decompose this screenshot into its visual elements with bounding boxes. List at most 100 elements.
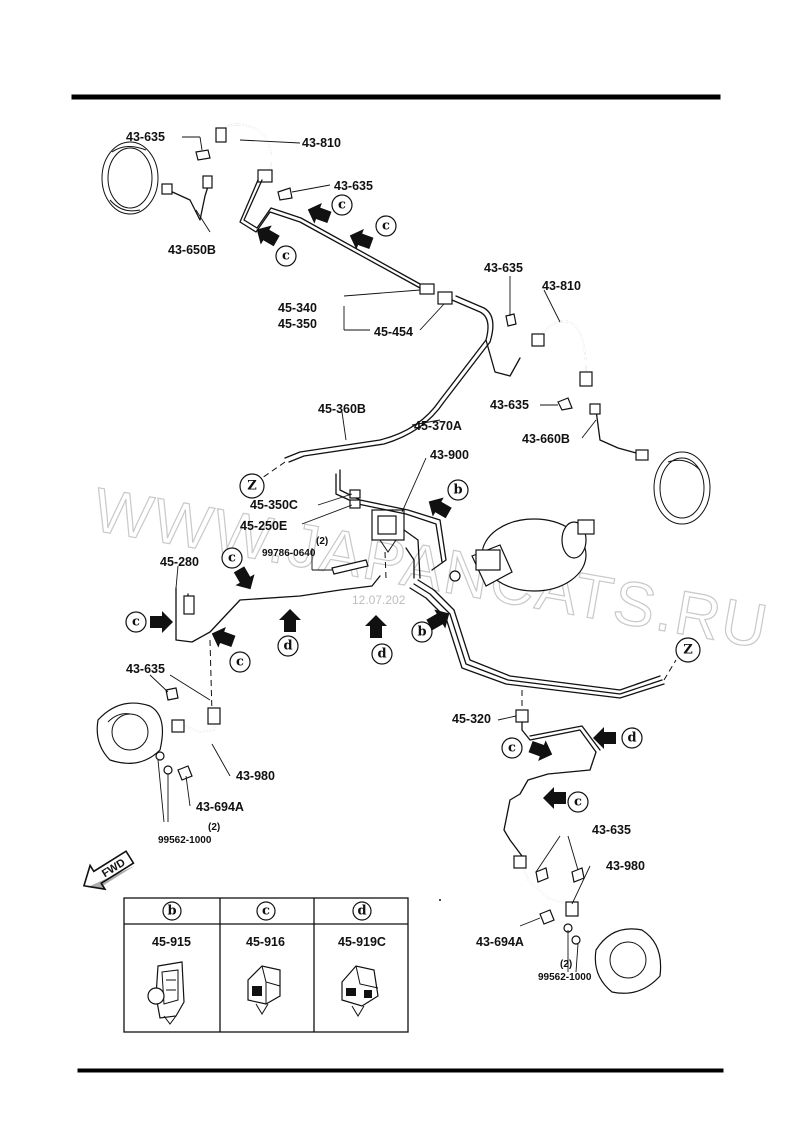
brake-booster <box>449 518 595 592</box>
label-45-454: 45-454 <box>374 325 413 339</box>
bleeder-43-694a-left <box>155 751 193 781</box>
svg-text:c: c <box>338 198 346 213</box>
svg-text:c: c <box>262 904 270 919</box>
label-43-660b: 43-660B <box>522 432 570 446</box>
label-45-360b: 45-360B <box>318 402 366 416</box>
circle-c-4: c <box>221 547 243 569</box>
circle-c-2: c <box>375 215 397 237</box>
label-45-370a: 45-370A <box>414 419 462 433</box>
label-43-980-b: 43-980 <box>606 859 645 873</box>
svg-text:d: d <box>357 904 366 919</box>
clip-table-header-d: d <box>352 901 372 921</box>
label-43-980-a: 43-980 <box>236 769 275 783</box>
rear-right-flex-hose-43-810 <box>531 320 593 387</box>
svg-text:b: b <box>453 483 462 498</box>
circle-b-1: b <box>447 479 469 501</box>
label-43-635-a: 43-635 <box>126 130 165 144</box>
circle-c-3: c <box>275 245 297 267</box>
svg-text:c: c <box>228 551 236 566</box>
front-left-flex-hose-43-980 <box>171 707 221 733</box>
svg-text:c: c <box>574 795 582 810</box>
svg-text:c: c <box>508 741 516 756</box>
clip-43-635-right-top <box>505 313 517 327</box>
label-43-635-b: 43-635 <box>334 179 373 193</box>
rear-left-brake-drum <box>101 141 159 215</box>
arrow-c-7 <box>526 736 556 765</box>
label-43-635-c: 43-635 <box>484 261 523 275</box>
rear-left-pipe-43-650b <box>161 175 213 221</box>
clip-45-915-illustration <box>147 961 185 1025</box>
rear-left-flex-hose-43-810 <box>215 123 273 183</box>
circle-c-1: c <box>331 194 353 216</box>
label-99786-0640: 99786-0640 <box>262 548 316 559</box>
clip-table-part-45-915: 45-915 <box>152 935 191 949</box>
label-43-635-d: 43-635 <box>490 398 529 412</box>
svg-text:Z: Z <box>247 479 257 494</box>
arrow-c-6 <box>208 623 238 652</box>
connector-45-454 <box>419 283 453 305</box>
label-43-635-f: 43-635 <box>592 823 631 837</box>
front-right-pipe-45-320 <box>503 709 601 857</box>
bolt-99786-0640 <box>331 559 369 575</box>
clip-43-635-left <box>165 687 179 701</box>
circle-d-2: d <box>371 643 393 665</box>
arrow-c-5 <box>150 611 173 633</box>
label-43-694a-b: 43-694A <box>476 935 524 949</box>
clip-table: b c d 45-915 45-916 45-919C <box>123 897 409 1033</box>
circle-d-1: d <box>277 635 299 657</box>
front-main-pipes <box>409 579 665 699</box>
label-43-650b: 43-650B <box>168 243 216 257</box>
circle-c-7: c <box>501 737 523 759</box>
svg-text:c: c <box>382 219 390 234</box>
z-leader-lower <box>663 659 677 681</box>
clip-45-919c-illustration <box>341 965 379 1017</box>
label-43-900: 43-900 <box>430 448 469 462</box>
top-rule <box>71 94 721 100</box>
label-43-810-b: 43-810 <box>542 279 581 293</box>
clip-table-header-c: c <box>256 901 276 921</box>
label-99562-1000-b: 99562-1000 <box>538 972 592 983</box>
connector-45-250e <box>349 499 361 509</box>
svg-text:d: d <box>627 731 636 746</box>
watermark-date: 12.07.202 <box>352 593 406 607</box>
label-99562-qty-b: (2) <box>560 959 572 970</box>
svg-text:Z: Z <box>683 643 693 658</box>
leader-lines <box>149 136 597 973</box>
front-right-caliper <box>594 928 662 994</box>
clip-45-916-illustration <box>247 965 281 1015</box>
label-45-250e: 45-250E <box>240 519 287 533</box>
bleeder-43-694a-right <box>539 909 581 945</box>
circle-b-2: b <box>411 621 433 643</box>
rear-main-pipes-45-360b-45-370a <box>284 295 521 463</box>
svg-text:b: b <box>417 625 426 640</box>
svg-text:c: c <box>282 249 290 264</box>
label-99562-1000-a: 99562-1000 <box>158 835 212 846</box>
stray-dot <box>439 899 441 901</box>
clip-43-635-top <box>195 149 211 161</box>
front-left-dash-1 <box>209 639 213 715</box>
connector-45-350c <box>349 489 361 499</box>
label-43-635-e: 43-635 <box>126 662 165 676</box>
center-pipes <box>335 469 447 579</box>
svg-text:c: c <box>132 615 140 630</box>
circle-c-5: c <box>125 611 147 633</box>
label-45-320: 45-320 <box>452 712 491 726</box>
arrow-c-3 <box>251 219 283 251</box>
clip-table-part-45-919c: 45-919C <box>338 935 386 949</box>
clip-43-635-right-front <box>535 867 585 883</box>
arrow-d-1 <box>279 609 301 632</box>
circle-c-8: c <box>567 791 589 813</box>
clip-43-635-right-mid <box>557 397 573 411</box>
clip-table-header-b: b <box>162 901 182 921</box>
arrow-c-8 <box>543 787 566 809</box>
front-left-caliper <box>96 702 163 764</box>
label-43-810-a: 43-810 <box>302 136 341 150</box>
svg-text:d: d <box>283 639 292 654</box>
rear-right-pipe-43-660b <box>589 403 649 461</box>
label-45-350: 45-350 <box>278 317 317 331</box>
svg-text:b: b <box>167 904 176 919</box>
arrow-d-2 <box>365 615 387 638</box>
circle-z-upper: Z <box>239 473 265 499</box>
label-45-350c: 45-350C <box>250 498 298 512</box>
label-99562-qty-a: (2) <box>208 822 220 833</box>
